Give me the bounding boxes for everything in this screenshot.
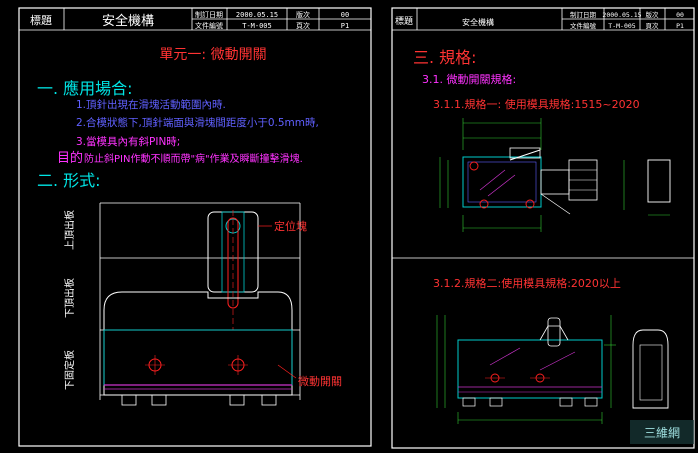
spec1-drawing bbox=[439, 118, 671, 232]
purpose-text: 防止斜PIN作動不順而帶"病"作業及瞬斷撞擊滑塊. bbox=[84, 152, 303, 165]
ejector-diagram bbox=[99, 202, 301, 406]
watermark: 三維網 bbox=[644, 426, 680, 440]
right-label-revised-date: 制訂日期 bbox=[570, 10, 597, 19]
left-revised-date: 2000.05.15 bbox=[236, 11, 278, 19]
left-label-revised-date: 制訂日期 bbox=[195, 10, 223, 19]
right-title: 安全機構 bbox=[462, 17, 494, 27]
right-title-block bbox=[392, 8, 694, 31]
right-label-title: 標題 bbox=[395, 15, 413, 27]
purpose-label: 目的 bbox=[57, 150, 83, 166]
right-page: P1 bbox=[676, 22, 684, 30]
left-label-page: 頁次 bbox=[296, 21, 310, 30]
unit-heading: 單元一: 微動開關 bbox=[159, 47, 266, 63]
spec1-heading: 3.1.1.規格一: 使用模具規格:1515~2020 bbox=[433, 97, 640, 111]
right-label-version: 版次 bbox=[646, 10, 660, 19]
label-bottom-ejector: 下頂出板 bbox=[63, 278, 76, 318]
section1-heading: 一. 應用場合: bbox=[37, 79, 133, 98]
left-page: P1 bbox=[341, 22, 349, 30]
item-1: 1.頂針出現在滑塊活動範圍內時. bbox=[76, 98, 226, 111]
item-3: 3.當模具內有斜PIN時; bbox=[76, 135, 180, 148]
right-label-page: 頁次 bbox=[646, 21, 660, 30]
label-locator: 定位塊 bbox=[274, 219, 307, 233]
right-sheet: 標題 安全機構 制訂日期 2000.05.15 版次 00 文件編號 T-M-0… bbox=[391, 7, 695, 449]
right-label-doc-no: 文件編號 bbox=[570, 21, 597, 30]
left-title: 安全機構 bbox=[102, 13, 154, 29]
label-top-ejector: 上頂出板 bbox=[63, 210, 76, 250]
left-label-version: 版次 bbox=[296, 10, 310, 19]
right-version: 00 bbox=[676, 11, 684, 19]
left-version: 00 bbox=[341, 11, 349, 19]
spec-heading: 3.1. 微動開關規格: bbox=[422, 72, 516, 86]
label-microswitch: 微動開關 bbox=[298, 374, 342, 388]
left-sheet-border bbox=[18, 7, 372, 447]
right-sheet-border bbox=[391, 7, 695, 449]
watermark-box bbox=[630, 420, 694, 444]
left-title-block bbox=[19, 8, 371, 31]
spec2-drawing bbox=[436, 315, 669, 424]
section3-heading: 三. 規格: bbox=[413, 48, 477, 67]
right-doc-no: T-M-005 bbox=[608, 22, 635, 30]
left-sheet: 標題 安全機構 制訂日期 2000.05.15 版次 00 文件編號 T-M-0… bbox=[18, 7, 372, 447]
left-label-doc-no: 文件編號 bbox=[195, 21, 223, 30]
right-revised-date: 2000.05.15 bbox=[602, 11, 641, 19]
left-label-title: 標題 bbox=[30, 13, 52, 27]
lever bbox=[227, 217, 239, 309]
label-fixed-plate: 下固定板 bbox=[63, 350, 76, 390]
item-2: 2.合模狀態下,頂針端面與滑塊間距度小于0.5mm時, bbox=[76, 116, 319, 129]
left-doc-no: T-M-005 bbox=[242, 22, 272, 30]
section2-heading: 二. 形式: bbox=[37, 171, 101, 190]
spec2-heading: 3.1.2.規格二:使用模具規格:2020以上 bbox=[433, 276, 621, 290]
